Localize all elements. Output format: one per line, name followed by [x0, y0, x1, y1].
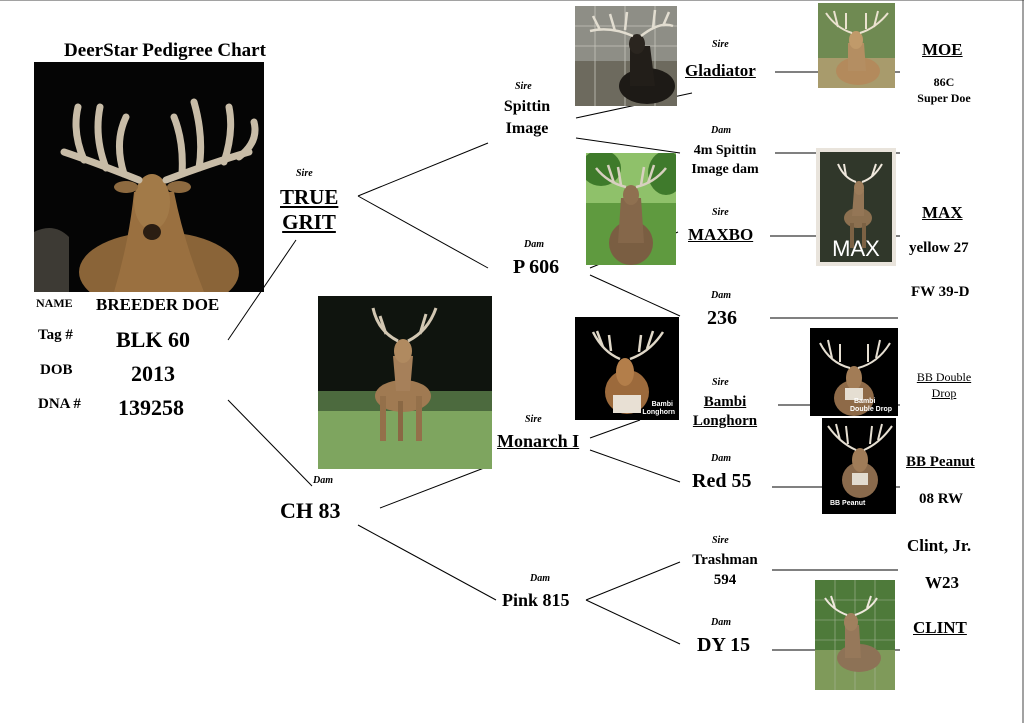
gen4-moe: MOE — [922, 40, 963, 59]
sire-role-label: Sire — [296, 168, 313, 179]
gen3-c-role: Sire — [712, 207, 729, 218]
gen3-h-name: DY 15 — [697, 634, 751, 656]
gen3-a-name: Gladiator — [685, 61, 756, 80]
name-value: BREEDER DOE — [96, 295, 220, 314]
bb-double-photo-caption-1: Bambi — [854, 398, 876, 405]
tag-value: BLK 60 — [116, 327, 190, 352]
gen4-fw: FW 39-D — [911, 284, 970, 300]
dna-value: 139258 — [118, 395, 184, 420]
dam-dam-name: Pink 815 — [502, 590, 570, 610]
gen4-rw: 08 RW — [919, 491, 964, 507]
bb-peanut-photo: BB Peanut — [822, 418, 896, 514]
moe-photo — [818, 3, 895, 88]
gen3-b-line2: Image dam — [691, 162, 759, 177]
gen4-moe-dam-line1: 86C — [933, 75, 955, 89]
subject-deer-image — [34, 62, 264, 292]
gen4-w23: W23 — [925, 573, 959, 592]
gen3-f-role: Dam — [711, 453, 731, 464]
dam-sire-name: Monarch I — [497, 431, 580, 451]
sire-name-line2: GRIT — [282, 210, 336, 234]
sire-sire-line2: Image — [505, 120, 549, 137]
gen4-bb-double-line1: BB Double — [916, 370, 972, 384]
gen4-bb-peanut: BB Peanut — [906, 454, 975, 470]
dam-sire-role-label: Sire — [525, 414, 542, 425]
gen3-g-role: Sire — [712, 535, 729, 546]
chart-title: DeerStar Pedigree Chart — [64, 40, 266, 61]
bb-double-photo-caption-2: Double Drop — [850, 406, 892, 413]
gen3-g-line1: Trashman — [692, 552, 758, 568]
gen4-bb-double-line2: Drop — [931, 386, 957, 400]
bambi-photo-caption-1: Bambi — [651, 401, 673, 408]
bb-double-drop-photo: Bambi Double Drop — [810, 328, 898, 416]
clint-photo — [815, 580, 895, 690]
gen3-h-role: Dam — [711, 617, 731, 628]
gen3-c-name: MAXBO — [688, 225, 754, 244]
gen3-a-role: Sire — [712, 39, 729, 50]
dna-label: DNA # — [38, 396, 81, 412]
sire-dam-role-label: Dam — [524, 239, 544, 250]
gen4-moe-dam-line2: Super Doe — [917, 91, 971, 105]
gen3-e-line2: Longhorn — [692, 413, 758, 429]
gen3-f-name: Red 55 — [692, 470, 752, 492]
max-photo-caption: MAX — [832, 236, 880, 261]
gen3-e-role: Sire — [712, 377, 729, 388]
sire-name-line1: TRUE — [280, 185, 339, 209]
dam-name: CH 83 — [280, 498, 341, 523]
subject-deer-photo — [34, 62, 264, 292]
dob-value: 2013 — [131, 361, 175, 386]
gen3-e-line1: Bambi — [703, 394, 747, 410]
bambi-longhorn-photo: Bambi Longhorn — [575, 317, 679, 420]
gen3-b-role: Dam — [711, 125, 731, 136]
gen4-max-dam: yellow 27 — [909, 240, 969, 256]
sire-sire-role-label: Sire — [515, 81, 532, 92]
gen4-max: MAX — [922, 203, 963, 222]
gen4-clint: CLINT — [913, 618, 967, 637]
dob-label: DOB — [40, 362, 73, 378]
bb-peanut-photo-caption: BB Peanut — [830, 500, 866, 507]
sire-sire-line1: Spittin — [503, 98, 551, 115]
gen3-b-line1: 4m Spittin — [693, 143, 757, 158]
gladiator-photo — [575, 6, 677, 106]
max-photo: MAX — [816, 148, 896, 266]
sire-dam-name: P 606 — [513, 256, 560, 278]
name-label: NAME — [36, 296, 73, 310]
gen3-d-name: 236 — [707, 307, 737, 329]
bambi-photo-caption-2: Longhorn — [642, 409, 675, 416]
gen4-clint-jr: Clint, Jr. — [907, 536, 972, 555]
gen3-g-line2: 594 — [713, 572, 737, 588]
gen3-d-role: Dam — [711, 290, 731, 301]
dam-dam-role-label: Dam — [530, 573, 550, 584]
tag-label: Tag # — [38, 327, 73, 343]
maxbo-photo — [586, 153, 676, 265]
monarch-photo — [318, 296, 492, 469]
dam-role-label: Dam — [313, 475, 333, 486]
